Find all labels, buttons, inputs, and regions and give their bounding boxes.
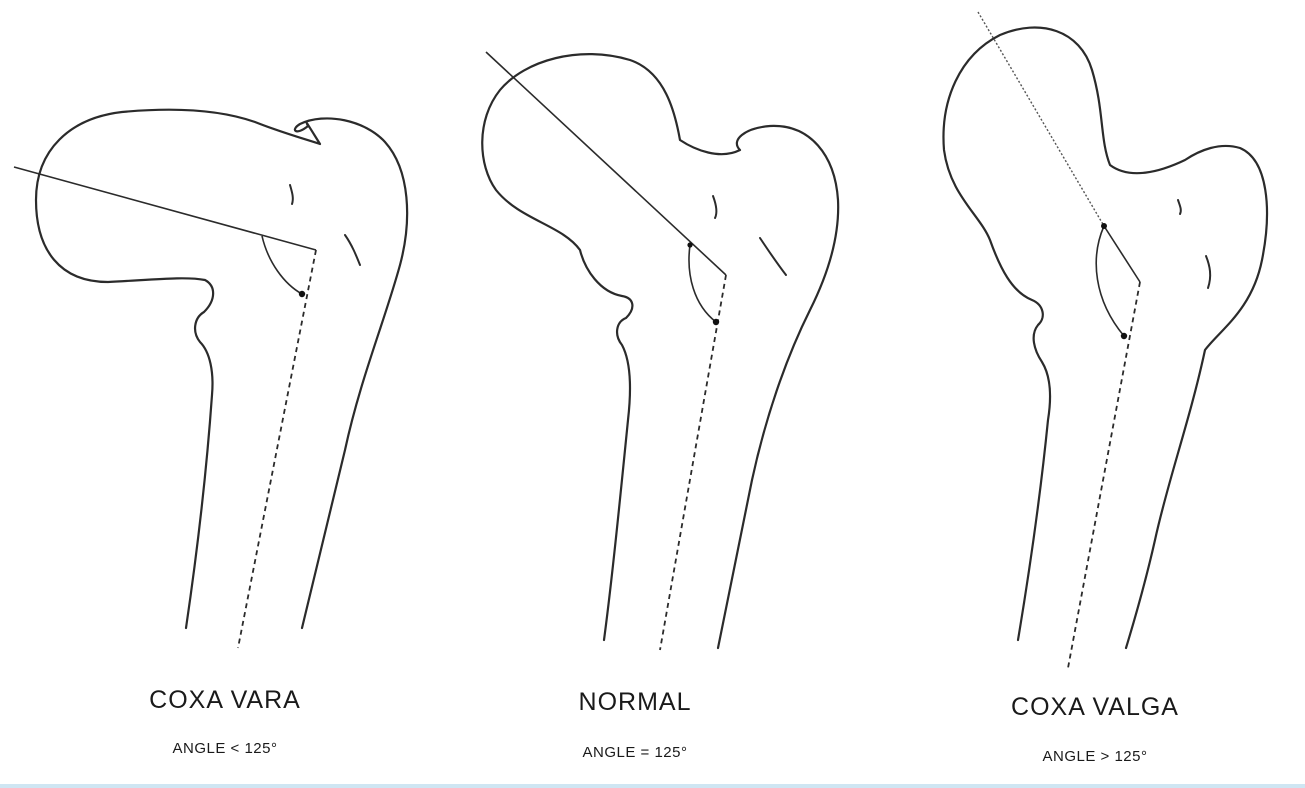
coxa-valga-vertex-dot <box>1121 333 1127 339</box>
normal-vertex-dot <box>713 319 719 325</box>
coxa-valga-angle-arc <box>1096 226 1124 336</box>
normal-neck-dot <box>687 242 692 247</box>
coxa-valga-neck-dot <box>1101 223 1107 229</box>
normal-femur-outline <box>482 54 838 648</box>
normal-figure <box>482 52 838 650</box>
coxa-vara-subtitle: ANGLE < 125° <box>100 740 350 757</box>
coxa-valga-neck-axis <box>978 12 1104 226</box>
normal-subtitle: ANGLE = 125° <box>510 744 760 761</box>
coxa-valga-title: COXA VALGA <box>955 693 1235 722</box>
coxa-valga-femur-outline <box>943 28 1266 648</box>
normal-neck-axis <box>486 52 726 275</box>
normal-trochanter-line <box>713 196 716 218</box>
normal-intertrochanteric-line <box>760 238 786 275</box>
coxa-valga-neck-axis-lower <box>1104 226 1140 282</box>
normal-title: NORMAL <box>510 688 760 717</box>
coxa-valga-intertrochanteric-line <box>1206 256 1210 288</box>
coxa-vara-neck-axis <box>14 167 316 250</box>
coxa-valga-shaft-axis <box>1068 282 1140 668</box>
normal-angle-arc <box>689 245 716 322</box>
coxa-vara-title: COXA VARA <box>100 686 350 715</box>
coxa-vara-femur-outline <box>36 110 407 628</box>
coxa-valga-subtitle: ANGLE > 125° <box>955 748 1235 765</box>
coxa-vara-shaft-axis <box>238 250 316 648</box>
coxa-vara-vertex-dot <box>299 291 305 297</box>
coxa-valga-figure <box>943 12 1266 668</box>
coxa-vara-intertrochanteric-line <box>345 235 360 265</box>
bottom-border <box>0 784 1305 788</box>
coxa-vara-trochanter-line <box>290 185 293 204</box>
normal-shaft-axis <box>660 275 726 650</box>
coxa-valga-trochanter-line <box>1178 200 1181 214</box>
coxa-vara-figure <box>14 110 407 648</box>
